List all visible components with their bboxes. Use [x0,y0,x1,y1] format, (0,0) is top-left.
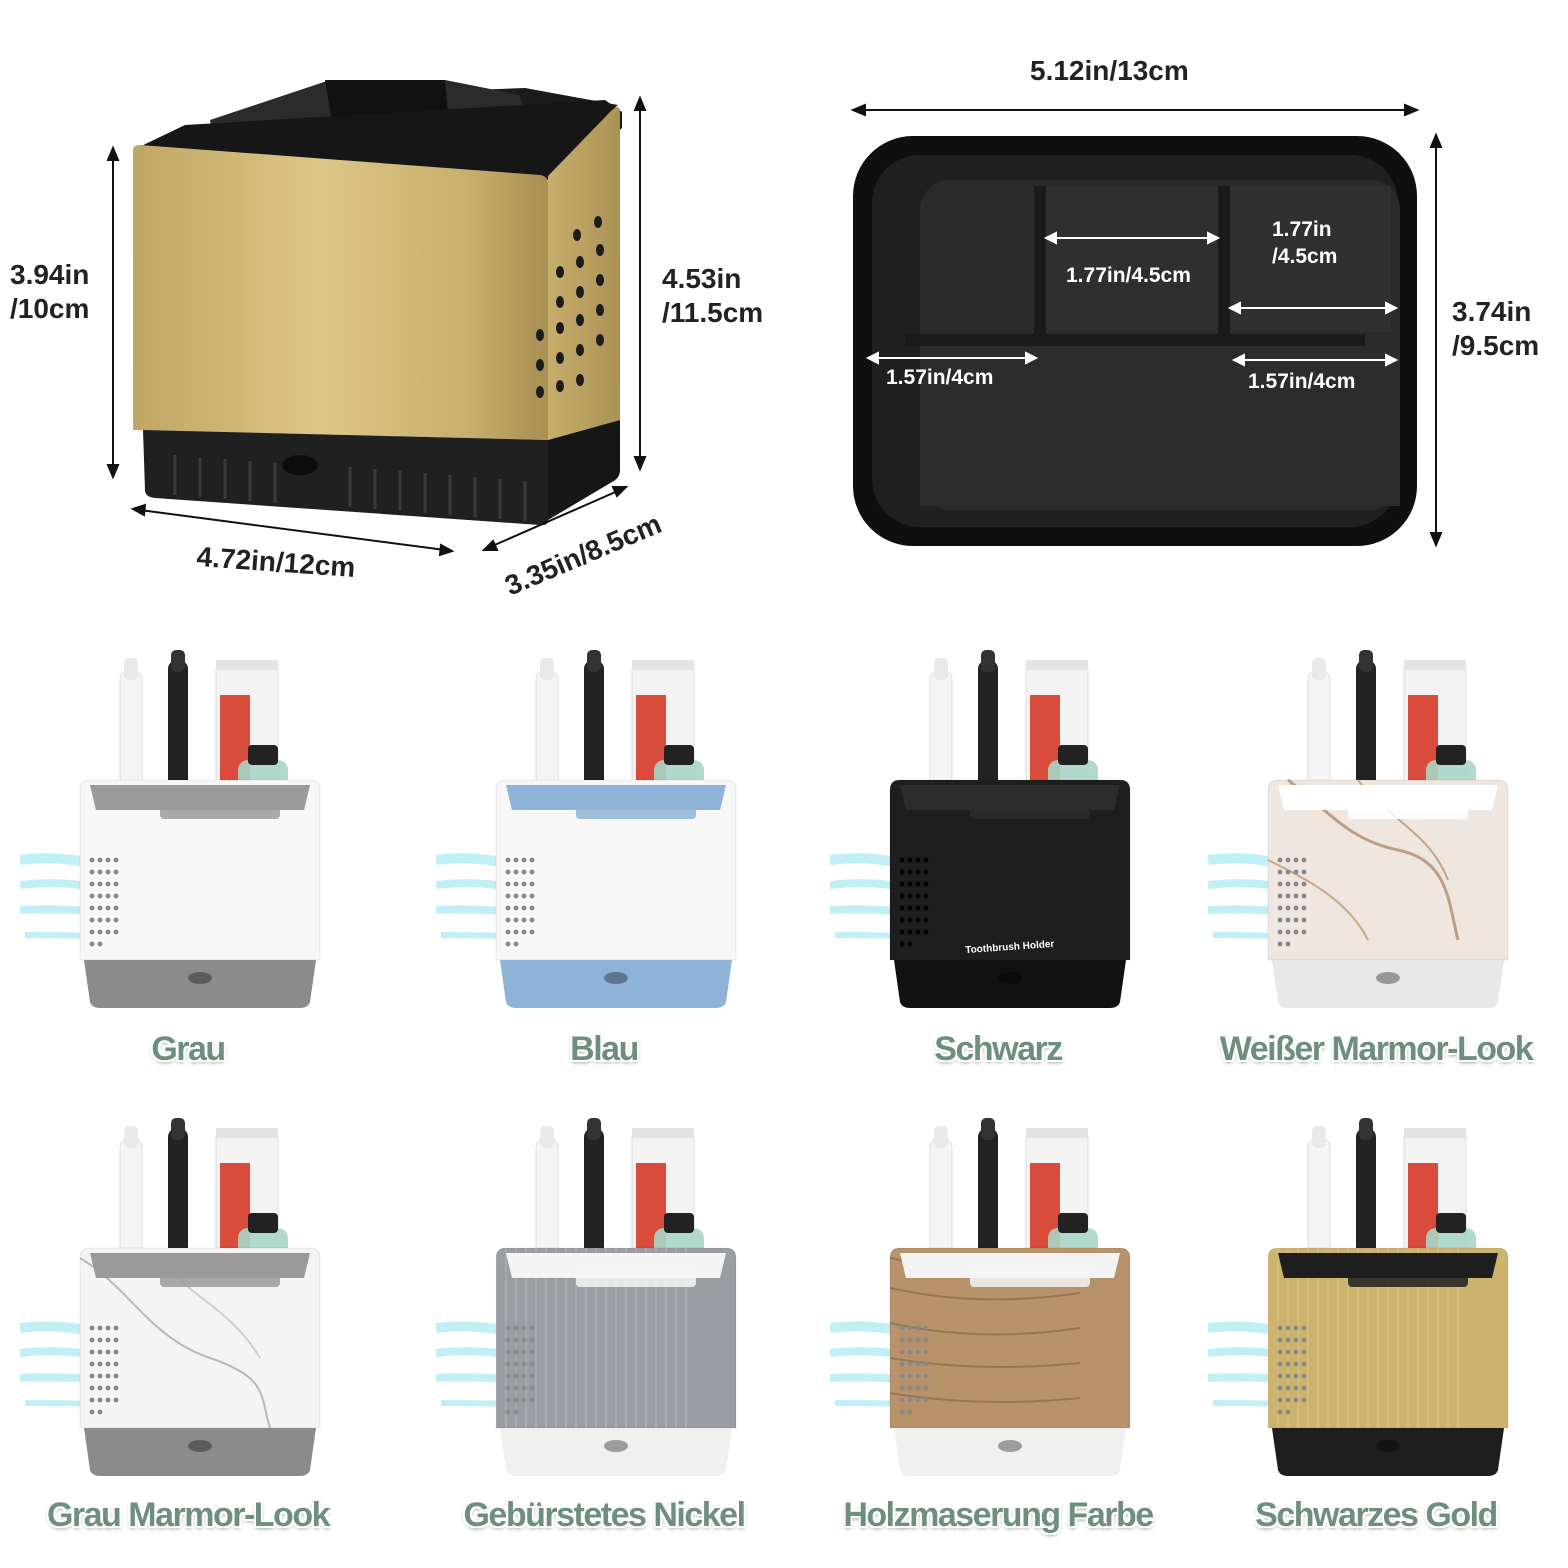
gold-holder-3d-view: 3.94in /10cm 4.53in /11.5cm 4.72in/12cm … [0,0,780,620]
dimension-overall-depth: 3.74in /9.5cm [1452,296,1540,361]
variant-label-grau-marmor: Grau Marmor-Look [46,1496,331,1534]
variant-tile-5 [20,1108,380,1508]
variant-tile-2 [436,640,796,1040]
variant-label-nickel: Gebürstetes Nickel [463,1496,746,1534]
variant-label-schwarzes-gold: Schwarzes Gold [1255,1496,1498,1534]
variant-label-holz: Holzmaserung Farbe [843,1496,1154,1534]
variant-tile-7 [830,1108,1190,1508]
variant-tile-8 [1208,1108,1568,1508]
variant-tile-4 [1208,640,1568,1040]
variant-tile-6 [436,1108,796,1508]
variant-label-grau: Grau [151,1030,226,1068]
top-view-illustration [850,103,1443,548]
dimension-outer-height: 4.53in /11.5cm [662,263,764,328]
dimension-left-slot: 1.57in/4cm [886,366,994,389]
ventilation-holes [536,216,604,398]
gold-holder-illustration [106,80,647,557]
variant-label-schwarz: Schwarz [934,1030,1063,1068]
top-view-diagram: 5.12in/13cm 3.74in /9.5cm 1.77in/4.5cm 1… [780,0,1568,620]
variant-label-weisser-marmor: Weißer Marmor-Look [1219,1030,1534,1068]
variant-tile-1 [20,640,380,1040]
dimension-inner-height: 3.94in /10cm [10,259,90,324]
dimension-right-slot: 1.57in/4cm [1248,370,1356,393]
variant-tile-3: Toothbrush Holder [830,640,1190,1040]
dimension-right-slot-height: 1.77in /4.5cm [1272,218,1338,268]
dimension-arrows [106,95,647,557]
dimension-overall-width: 5.12in/13cm [1030,55,1189,86]
variant-label-blau: Blau [570,1030,639,1068]
dimension-middle-slot: 1.77in/4.5cm [1066,264,1191,287]
